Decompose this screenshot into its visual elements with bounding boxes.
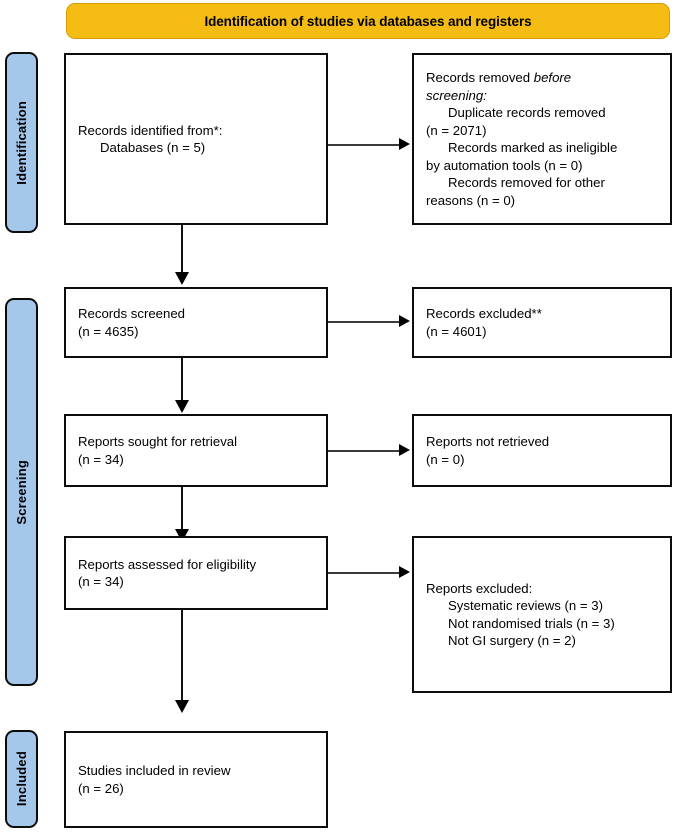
box-records-screened: Records screened (n = 4635) xyxy=(64,287,328,358)
line-not-gi-surgery: Not GI surgery (n = 2) xyxy=(448,633,576,648)
banner-identification-via-databases: Identification of studies via databases … xyxy=(66,3,670,39)
stage-tab-screening: Screening xyxy=(5,298,38,686)
connector-identified-to-screened xyxy=(181,225,183,274)
line-not-randomised-trials: Not randomised trials (n = 3) xyxy=(448,615,615,631)
line-records-identified-from: Records identified from*: xyxy=(78,122,223,138)
box-records-removed-text: Records removed before screening: Duplic… xyxy=(414,69,670,209)
connector-screened-to-sought xyxy=(181,358,183,404)
box-reports-sought-for-retrieval: Reports sought for retrieval (n = 34) xyxy=(64,414,328,487)
arrowhead-screened-to-excluded xyxy=(399,315,410,327)
line-records-screened: Records screened xyxy=(78,306,186,321)
line-reports-excluded: Reports excluded: xyxy=(426,580,533,596)
stage-tab-identification-label: Identification xyxy=(14,100,29,185)
connector-sought-to-assessed xyxy=(181,487,183,532)
arrowhead-assessed-to-excluded xyxy=(399,566,410,578)
box-records-identified: Records identified from*: Databases (n =… xyxy=(64,53,328,225)
stage-tab-identification: Identification xyxy=(5,52,38,233)
connector-identified-to-removed xyxy=(328,144,401,146)
stage-tab-included-label: Included xyxy=(14,751,29,807)
banner-title: Identification of studies via databases … xyxy=(204,13,532,29)
arrowhead-identified-to-removed xyxy=(399,138,410,150)
box-studies-included-text: Studies included in review (n = 26) xyxy=(66,762,326,797)
line-reports-sought-count: (n = 34) xyxy=(78,451,124,467)
box-reports-assessed-for-eligibility: Reports assessed for eligibility (n = 34… xyxy=(64,536,328,610)
line-databases-count: Databases (n = 5) xyxy=(100,140,206,155)
line-reports-not-retrieved: Reports not retrieved xyxy=(426,434,550,449)
line-studies-included-count: (n = 26) xyxy=(78,780,124,796)
line-automation-tools-count: by automation tools (n = 0) xyxy=(426,157,583,173)
stage-tab-screening-label: Screening xyxy=(14,459,29,525)
box-reports-excluded-text: Reports excluded: Systematic reviews (n … xyxy=(414,580,670,650)
arrowhead-identified-to-screened xyxy=(175,272,189,285)
connector-assessed-to-included xyxy=(181,610,183,702)
box-records-removed-before-screening: Records removed before screening: Duplic… xyxy=(412,53,672,225)
box-records-excluded: Records excluded** (n = 4601) xyxy=(412,287,672,358)
line-records-excluded: Records excluded** xyxy=(426,306,542,321)
line-records-removed-before: Records removed before xyxy=(426,70,572,85)
emphasis-before: before xyxy=(533,70,572,85)
line-records-excluded-count: (n = 4601) xyxy=(426,323,487,339)
box-records-excluded-text: Records excluded** (n = 4601) xyxy=(414,305,670,340)
line-records-screened-count: (n = 4635) xyxy=(78,323,139,339)
box-reports-assessed-text: Reports assessed for eligibility (n = 34… xyxy=(66,556,326,591)
line-reports-not-retrieved-count: (n = 0) xyxy=(426,451,465,467)
line-screening-colon: screening: xyxy=(426,87,487,103)
line-duplicate-count: (n = 2071) xyxy=(426,122,487,138)
line-duplicate-records-removed: Duplicate records removed xyxy=(448,105,606,120)
box-studies-included-in-review: Studies included in review (n = 26) xyxy=(64,731,328,828)
box-records-screened-text: Records screened (n = 4635) xyxy=(66,305,326,340)
line-systematic-reviews: Systematic reviews (n = 3) xyxy=(448,598,603,613)
stage-tab-included: Included xyxy=(5,730,38,828)
box-reports-sought-text: Reports sought for retrieval (n = 34) xyxy=(66,433,326,468)
connector-screened-to-excluded xyxy=(328,321,401,323)
arrowhead-sought-to-not-retrieved xyxy=(399,444,410,456)
line-reports-assessed: Reports assessed for eligibility xyxy=(78,556,257,572)
arrowhead-assessed-to-included xyxy=(175,700,189,713)
connector-assessed-to-excluded xyxy=(328,572,401,574)
line-marked-ineligible: Records marked as ineligible xyxy=(448,140,618,155)
line-removed-other-reasons: Records removed for other xyxy=(448,175,605,190)
box-reports-excluded: Reports excluded: Systematic reviews (n … xyxy=(412,536,672,693)
line-studies-included: Studies included in review xyxy=(78,763,231,778)
box-reports-not-retrieved: Reports not retrieved (n = 0) xyxy=(412,414,672,487)
box-reports-not-retrieved-text: Reports not retrieved (n = 0) xyxy=(414,433,670,468)
connector-sought-to-not-retrieved xyxy=(328,450,401,452)
box-records-identified-text: Records identified from*: Databases (n =… xyxy=(66,122,326,157)
arrowhead-screened-to-sought xyxy=(175,400,189,413)
line-reports-assessed-count: (n = 34) xyxy=(78,574,124,589)
line-other-reasons-count: reasons (n = 0) xyxy=(426,192,516,208)
line-reports-sought: Reports sought for retrieval xyxy=(78,434,238,449)
